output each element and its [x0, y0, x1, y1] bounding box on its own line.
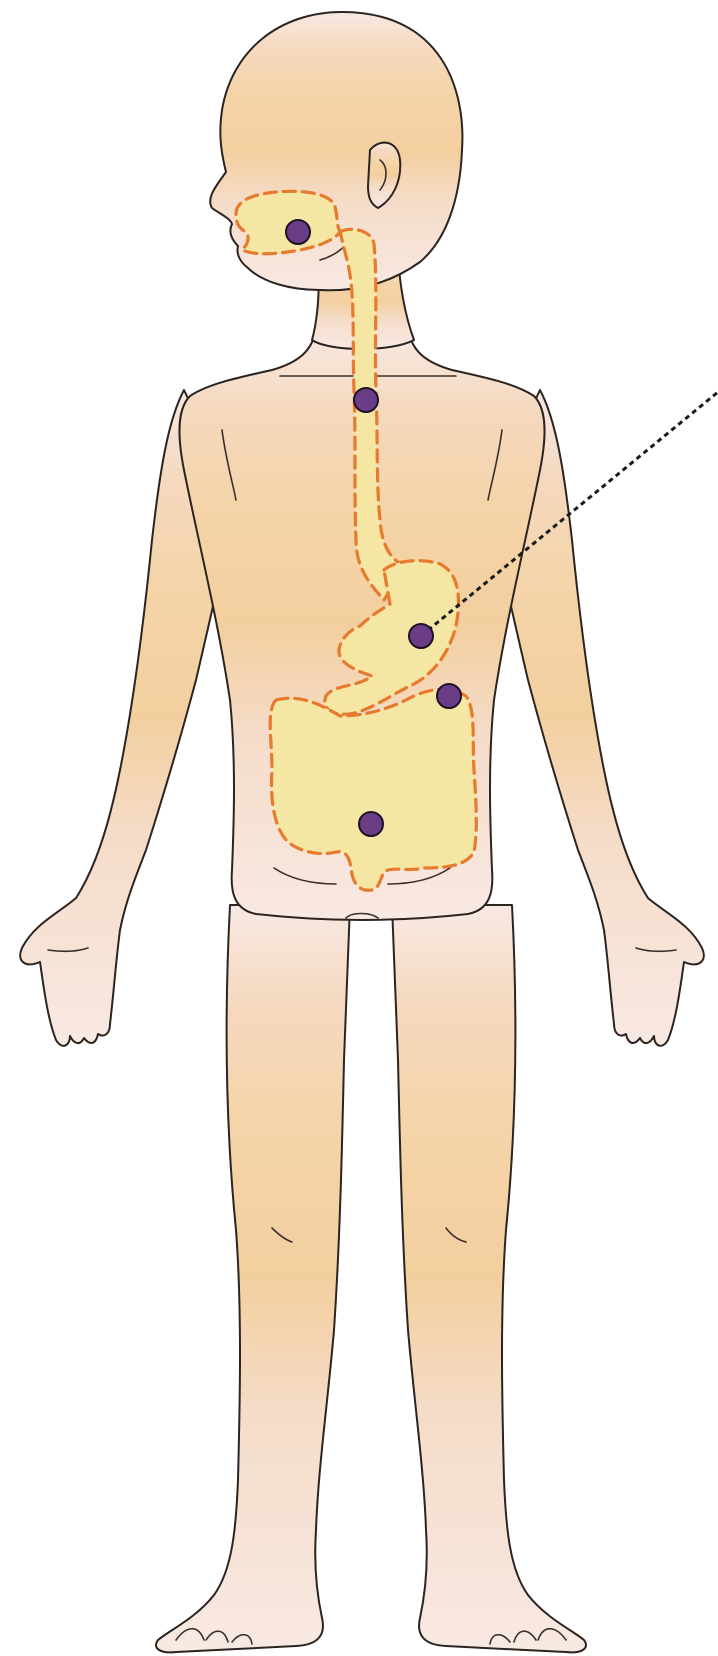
pancreas-marker[interactable] [437, 684, 461, 708]
left-leg [156, 905, 350, 1652]
mouth-region [236, 191, 340, 253]
intestine-marker[interactable] [359, 812, 383, 836]
stomach-marker[interactable] [409, 624, 433, 648]
esophagus-marker[interactable] [354, 388, 378, 412]
mouth-marker[interactable] [286, 220, 310, 244]
right-leg [392, 905, 586, 1652]
